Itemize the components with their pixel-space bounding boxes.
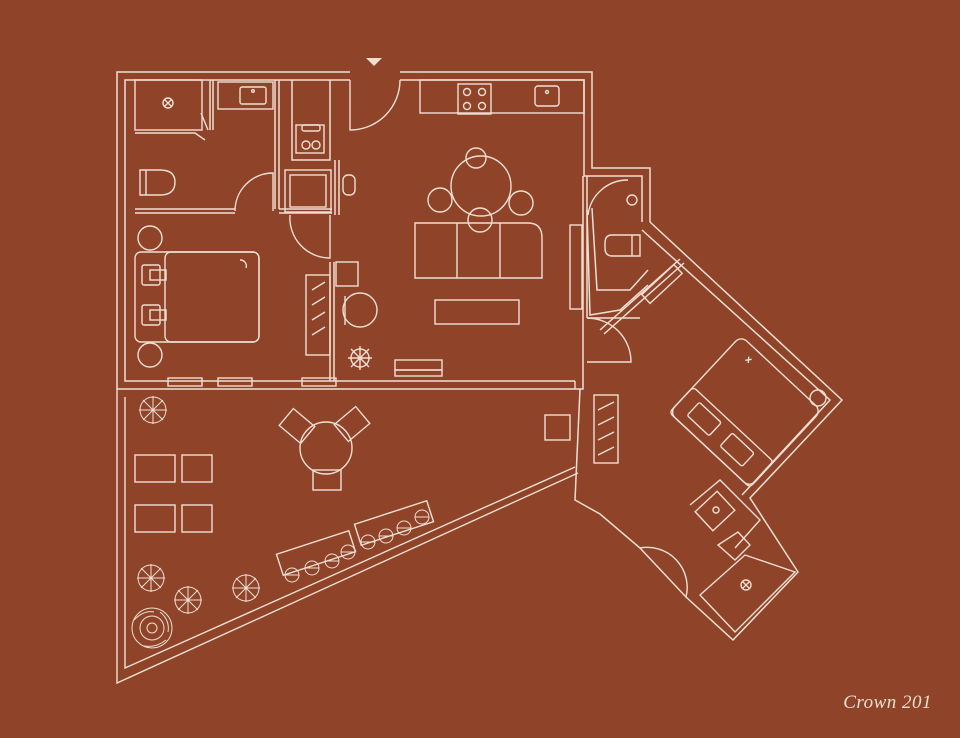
dining-set	[427, 147, 534, 233]
bedroom-right-lamp	[809, 389, 827, 407]
wardrobe-right	[593, 394, 619, 464]
bedroom-right	[670, 338, 819, 487]
bathroom-right	[604, 194, 684, 305]
bedroom-left	[134, 225, 378, 387]
bathroom-top-left	[134, 79, 274, 196]
terrace	[116, 389, 579, 685]
outer-walls	[116, 71, 844, 642]
plan-caption: Crown 201	[843, 692, 932, 713]
living-room	[394, 222, 583, 389]
kitchen	[419, 79, 585, 115]
doors	[234, 79, 688, 598]
plants	[131, 396, 430, 649]
bathroom-bottom-right	[689, 479, 797, 634]
entry-arrow-icon	[366, 58, 382, 66]
utility-column	[284, 124, 356, 213]
